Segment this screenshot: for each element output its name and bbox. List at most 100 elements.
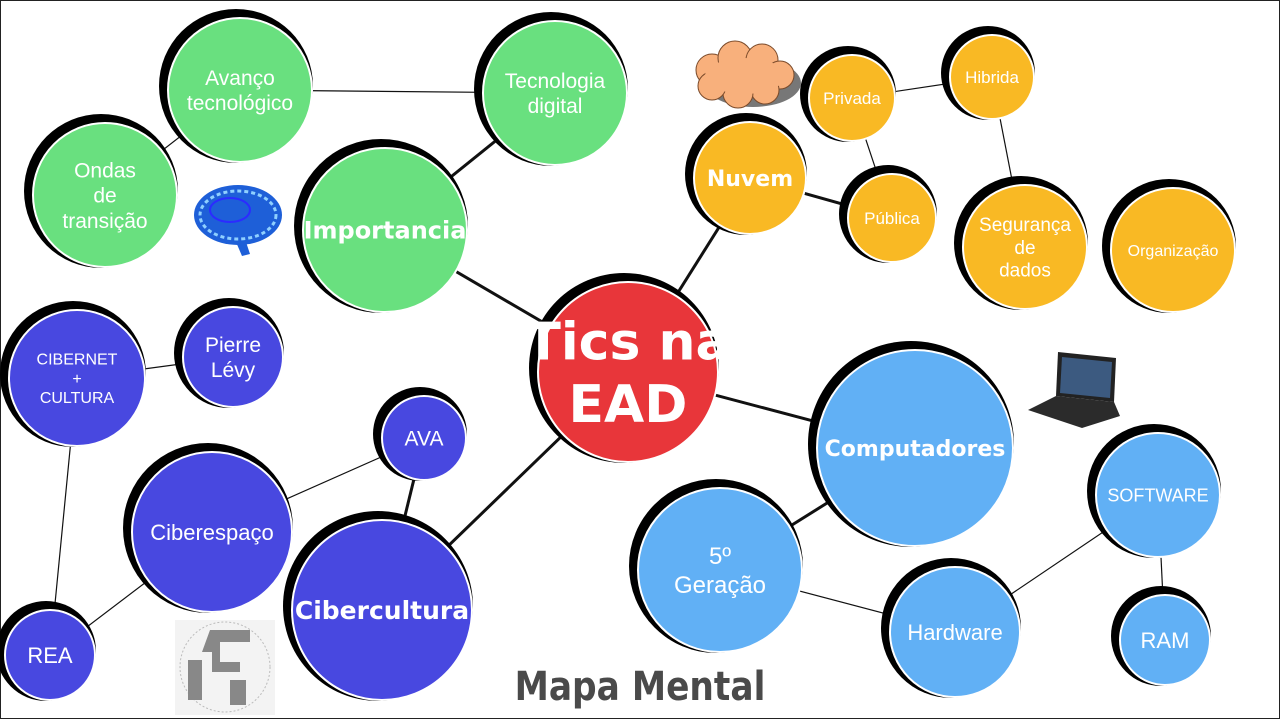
node-label-line: SOFTWARE: [1107, 485, 1208, 505]
node-cibercultura[interactable]: Cibercultura: [283, 511, 473, 701]
node-circle: [537, 281, 719, 463]
node-hibrida[interactable]: Hibrida: [941, 26, 1035, 120]
node-label-line: Avanço: [205, 67, 275, 90]
node-circle: [291, 519, 473, 701]
brain-icon: [194, 185, 282, 256]
node-label-line: Cibercultura: [295, 596, 469, 625]
node-label-line: Hardware: [907, 620, 1002, 645]
node-label-line: dados: [999, 261, 1051, 282]
node-label-line: Segurança: [979, 215, 1071, 236]
node-circle: [32, 122, 178, 268]
node-circle: [637, 487, 803, 653]
node-label-line: Hibrida: [965, 68, 1019, 87]
node-label-line: Ciberespaço: [150, 520, 274, 545]
node-label-line: tecnológico: [187, 92, 293, 115]
node-circle: [4, 609, 96, 701]
node-label-line: Nuvem: [707, 167, 793, 192]
node-label: SOFTWARE: [1107, 485, 1208, 505]
node-label: Cibercultura: [295, 596, 469, 625]
node-circle: [847, 173, 937, 263]
node-circle: [808, 54, 896, 142]
node-label-line: digital: [528, 95, 583, 118]
node-ava[interactable]: AVA: [373, 387, 467, 481]
node-label-line: Lévy: [211, 359, 256, 382]
node-label-line: AVA: [405, 428, 444, 451]
node-label-line: REA: [27, 643, 73, 668]
globe-icon: [175, 620, 275, 715]
node-label: Hardware: [907, 620, 1002, 645]
node-circle: [482, 20, 628, 166]
node-publica[interactable]: Pública: [839, 165, 937, 263]
node-label-line: de: [1014, 238, 1035, 259]
node-label-line: Tics na: [525, 313, 730, 373]
node-circle: [131, 451, 293, 613]
node-nuvem[interactable]: Nuvem: [685, 113, 807, 235]
node-cibernet-cultura[interactable]: CIBERNET + CULTURA: [0, 301, 146, 447]
node-software[interactable]: SOFTWARE: [1087, 424, 1221, 558]
node-circle: [962, 184, 1088, 310]
node-label-line: EAD: [569, 375, 688, 435]
node-label: Computadores: [825, 437, 1006, 462]
node-label-line: CIBERNET: [37, 352, 118, 369]
node-circle: [889, 566, 1021, 698]
node-label: Privada: [823, 89, 881, 108]
node-label: Organização: [1128, 243, 1219, 260]
node-label-line: Importancia: [304, 217, 467, 245]
node-hardware[interactable]: Hardware: [881, 558, 1021, 698]
node-label-line: 5º: [709, 543, 731, 570]
cloud-icon: [695, 40, 801, 109]
node-label-line: Ondas: [74, 159, 136, 182]
node-label-line: Organização: [1128, 243, 1219, 260]
node-label-line: de: [93, 185, 116, 208]
node-label-line: Computadores: [825, 437, 1006, 462]
node-label: REA: [27, 643, 73, 668]
node-label-line: Tecnologia: [505, 70, 606, 93]
laptop-icon: [1028, 352, 1120, 428]
node-organizacao[interactable]: Organização: [1102, 179, 1236, 313]
node-circle: [693, 121, 807, 235]
node-circle: [1095, 432, 1221, 558]
node-label: Importancia: [304, 217, 467, 245]
node-label: AVA: [405, 428, 444, 451]
node-label: Nuvem: [707, 167, 793, 192]
node-label: Ciberespaço: [150, 520, 274, 545]
node-computadores[interactable]: Computadores: [808, 341, 1014, 547]
node-label-line: +: [72, 371, 81, 388]
node-label: CIBERNET + CULTURA: [37, 352, 118, 407]
node-importancia[interactable]: Importancia: [294, 139, 468, 313]
node-label-line: Privada: [823, 89, 881, 108]
node-label-line: CULTURA: [40, 390, 115, 407]
node-privada[interactable]: Privada: [800, 46, 896, 142]
node-label: Hibrida: [965, 68, 1019, 87]
node-circle: [302, 147, 468, 313]
node-label-line: RAM: [1141, 628, 1190, 653]
node-label: Pública: [864, 209, 920, 228]
node-circle: [949, 34, 1035, 120]
node-circle: [381, 395, 467, 481]
node-circle: [1110, 187, 1236, 313]
node-circle: [1119, 594, 1211, 686]
node-label: RAM: [1141, 628, 1190, 653]
node-rea[interactable]: REA: [0, 601, 96, 701]
node-circle: [167, 17, 313, 163]
node-circle: [8, 309, 146, 447]
node-ciberespaco[interactable]: Ciberespaço: [123, 443, 293, 613]
node-ram[interactable]: RAM: [1111, 586, 1211, 686]
node-circle: [182, 306, 284, 408]
